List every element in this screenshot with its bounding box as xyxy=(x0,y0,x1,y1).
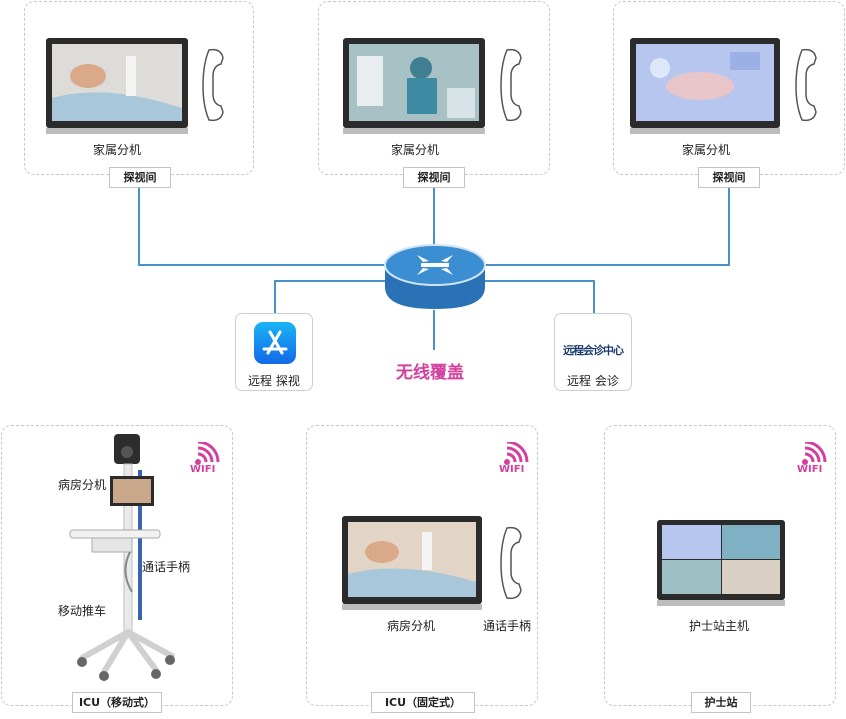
family-unit-label: 家属分机 xyxy=(391,143,440,157)
handset-icon xyxy=(202,48,224,122)
consult-center-logo: 远程会诊中心 xyxy=(563,344,624,357)
visiting-room-1: 家属分机 探视间 xyxy=(24,1,254,188)
remote-visit-label: 远程 探视 xyxy=(248,374,300,388)
line-left-drop xyxy=(274,280,276,314)
mobile-cart-illustration xyxy=(69,434,175,681)
handset-icon xyxy=(500,48,522,122)
wifi-icon xyxy=(802,440,827,465)
line-room3 xyxy=(728,186,730,266)
line-down-center xyxy=(433,310,435,350)
nurse-station-tag: 护士站 xyxy=(691,692,751,713)
family-unit-label: 家属分机 xyxy=(682,143,731,157)
remote-consult-label: 远程 会诊 xyxy=(567,374,619,388)
family-monitor xyxy=(630,38,780,134)
ward-monitor xyxy=(342,516,482,610)
line-room1 xyxy=(138,186,140,266)
nurse-host-monitor xyxy=(657,520,785,606)
visiting-room-2: 家属分机 探视间 xyxy=(318,1,550,188)
line-left-branch xyxy=(274,280,386,282)
wifi-icon xyxy=(195,440,220,465)
family-monitor xyxy=(46,38,188,134)
icu-fixed-zone: WIFI 病房分机 通话手柄 ICU（固定式） xyxy=(306,425,538,713)
visiting-room-tag: 探视间 xyxy=(109,167,171,188)
family-unit-label: 家属分机 xyxy=(93,143,142,157)
handset-icon xyxy=(500,526,522,600)
wireless-coverage-label: 无线覆盖 xyxy=(396,363,464,383)
wifi-badge: WIFI xyxy=(186,440,226,478)
handset-icon xyxy=(795,48,817,122)
line-right-branch xyxy=(484,280,594,282)
remote-visit-tile[interactable]: 远程 探视 xyxy=(235,313,313,391)
router-icon xyxy=(384,244,486,309)
visiting-room-tag: 探视间 xyxy=(403,167,465,188)
line-room2 xyxy=(433,186,435,246)
nurse-station-zone: WIFI 护士站主机 护士站 xyxy=(604,425,836,713)
icu-mobile-tag: ICU（移动式） xyxy=(72,692,162,713)
icu-mobile-zone: WIFI 病房分机 通话手柄 移动推车 ICU（移动式） xyxy=(1,425,233,713)
handset-label: 通话手柄 xyxy=(483,619,532,633)
icu-fixed-tag: ICU（固定式） xyxy=(371,692,475,713)
remote-consult-tile[interactable]: 远程会诊中心 远程 会诊 xyxy=(554,313,632,391)
family-monitor xyxy=(343,38,485,134)
cart-label: 移动推车 xyxy=(58,604,107,618)
wifi-icon xyxy=(504,440,529,465)
ward-unit-label: 病房分机 xyxy=(58,478,107,492)
handset-label: 通话手柄 xyxy=(142,560,191,574)
visiting-room-tag: 探视间 xyxy=(698,167,760,188)
app-store-icon xyxy=(254,322,296,364)
nurse-host-label: 护士站主机 xyxy=(689,619,750,633)
visiting-room-3: 家属分机 探视间 xyxy=(613,1,845,188)
wifi-badge: WIFI xyxy=(793,440,833,478)
ward-unit-label: 病房分机 xyxy=(387,619,436,633)
line-right-drop xyxy=(593,280,595,314)
wifi-badge: WIFI xyxy=(495,440,535,478)
